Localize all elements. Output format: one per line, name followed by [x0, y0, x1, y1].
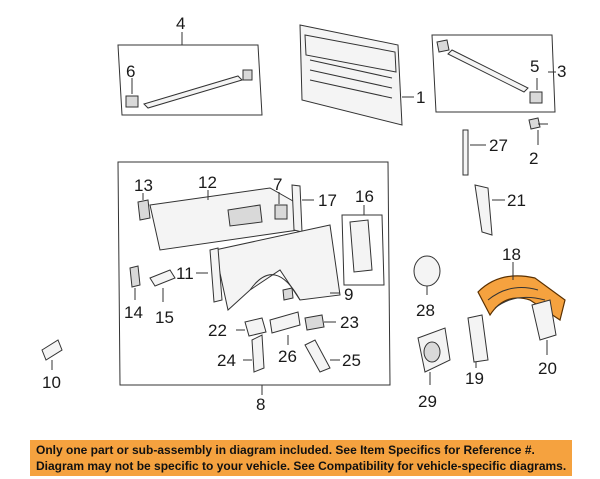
callout-13: 13: [134, 176, 153, 195]
callout-7: 7: [273, 175, 282, 194]
callout-14: 14: [124, 303, 143, 322]
part-18-wheelhouse-liner: [477, 262, 566, 321]
callout-22: 22: [208, 321, 227, 340]
callout-12: 12: [198, 173, 217, 192]
group-3-assembly: [431, 34, 556, 113]
part-21-bracket: [474, 184, 505, 236]
part-2-bolt: [528, 117, 548, 145]
callout-21: 21: [507, 191, 526, 210]
part-10-bracket: [41, 339, 63, 370]
callout-23: 23: [340, 313, 359, 332]
callout-2: 2: [529, 149, 538, 168]
callout-8: 8: [256, 395, 265, 414]
part-1-front-panel: [299, 24, 414, 126]
notice-line-1: Only one part or sub-assembly in diagram…: [36, 443, 535, 457]
callout-4: 4: [176, 14, 185, 33]
callout-18: 18: [502, 245, 521, 264]
callout-16: 16: [355, 187, 374, 206]
callout-27: 27: [489, 136, 508, 155]
part-28-fuel-door: [413, 255, 441, 295]
callout-labels: 1 2 3 4 5 6 7 8 9 10 11 12 13 14 15 16 1…: [42, 14, 566, 414]
group-8-assembly: [117, 161, 391, 395]
callout-28: 28: [416, 301, 435, 320]
callout-29: 29: [418, 392, 437, 411]
callout-20: 20: [538, 359, 557, 378]
part-29-fuel-housing: [417, 327, 451, 385]
part-20-panel: [531, 299, 557, 355]
callout-15: 15: [155, 308, 174, 327]
group-4-assembly: [117, 32, 263, 116]
callout-1: 1: [416, 88, 425, 107]
callout-3: 3: [557, 62, 566, 81]
callout-11: 11: [176, 264, 194, 283]
callout-25: 25: [342, 351, 361, 370]
callout-6: 6: [126, 62, 135, 81]
part-27-rod: [462, 129, 486, 176]
callout-5: 5: [530, 57, 539, 76]
callout-19: 19: [465, 369, 484, 388]
callout-10: 10: [42, 373, 61, 392]
notice-line-2: Diagram may not be specific to your vehi…: [36, 459, 567, 473]
callout-9: 9: [344, 285, 353, 304]
callout-17: 17: [318, 191, 337, 210]
callout-26: 26: [278, 347, 297, 366]
part-19-panel: [467, 314, 489, 368]
callout-24: 24: [217, 351, 236, 370]
notice-banner: Only one part or sub-assembly in diagram…: [30, 440, 572, 476]
